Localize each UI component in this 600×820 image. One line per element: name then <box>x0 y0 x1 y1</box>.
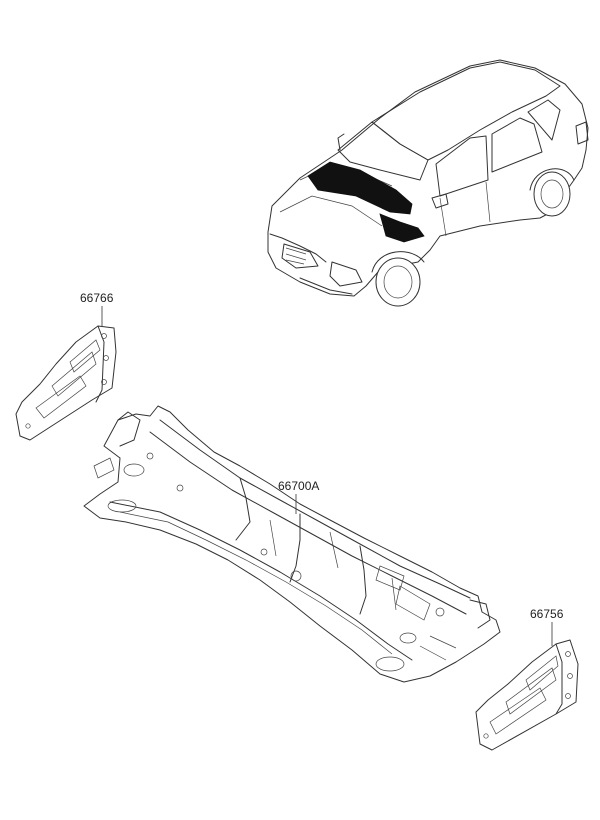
part-66700A-cowl-panel <box>83 405 501 683</box>
part-66766-bracket <box>15 325 117 441</box>
part-number-label: 66766 <box>80 291 114 305</box>
part-callout-66700A: 66700A <box>278 479 319 514</box>
part-66756-bracket <box>475 639 579 751</box>
part-callout-66756: 66756 <box>530 607 564 646</box>
part-callout-66766: 66766 <box>80 291 114 326</box>
part-number-label: 66756 <box>530 607 564 621</box>
part-number-label: 66700A <box>278 479 319 493</box>
vehicle-illustration <box>267 59 589 307</box>
